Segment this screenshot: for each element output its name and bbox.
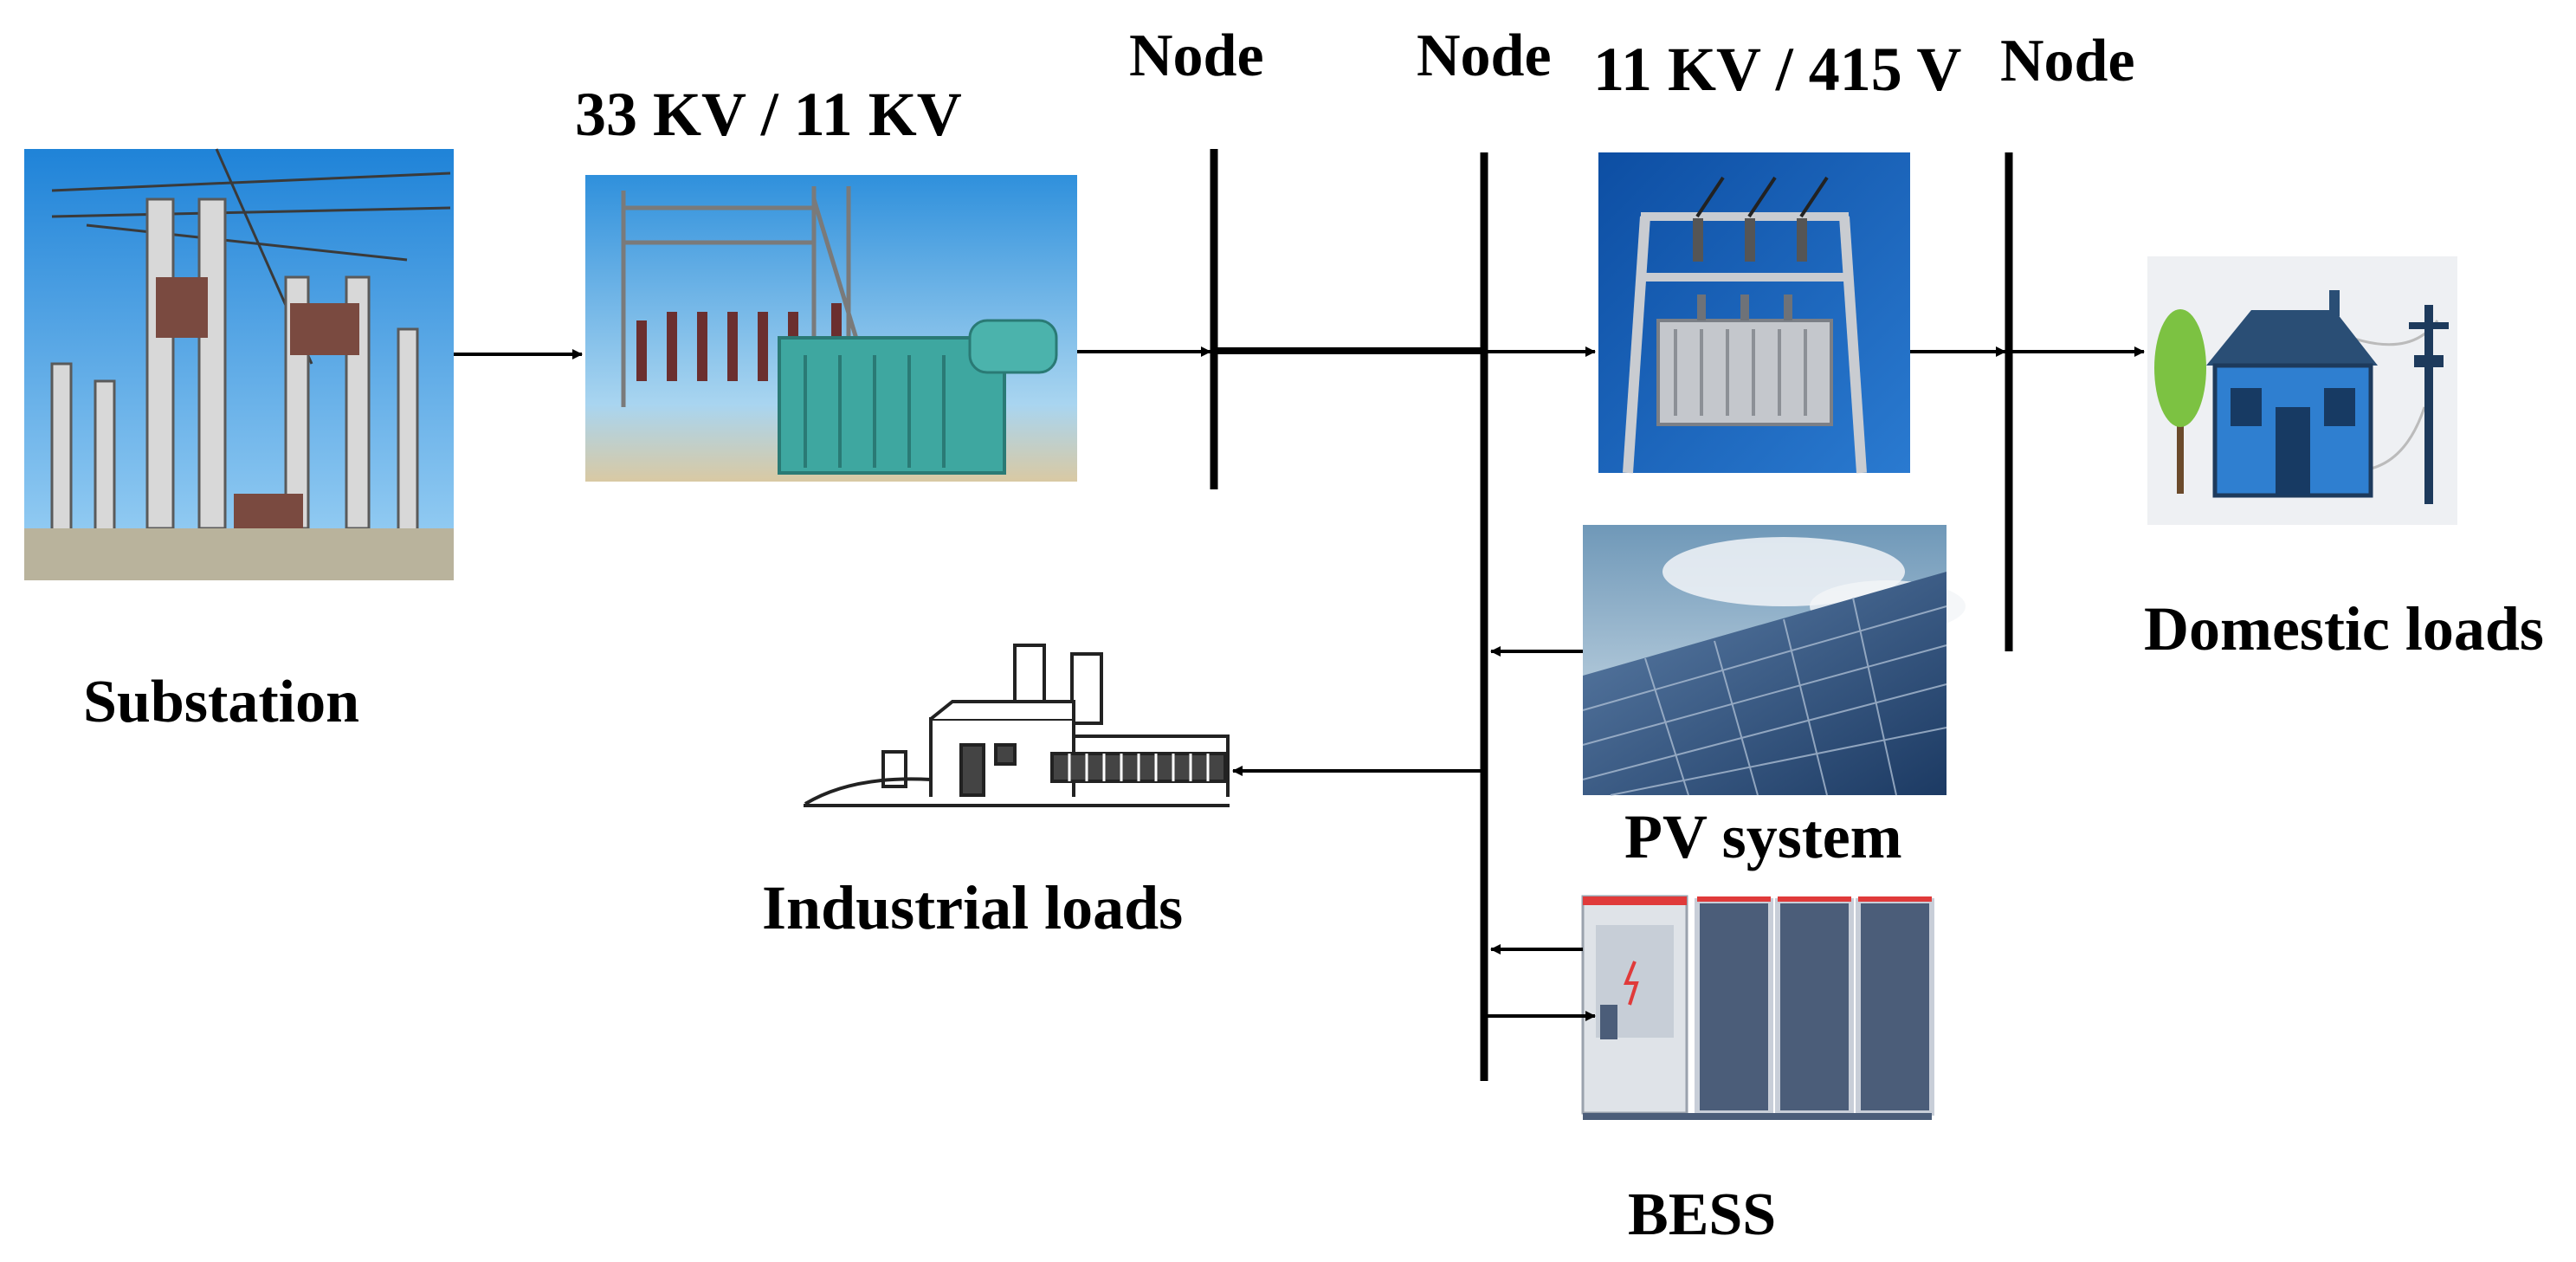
utility-pole-icon [2409,305,2449,504]
label-industrial-loads: Industrial loads [762,873,1184,942]
label-node-3: Node [2000,28,2135,94]
house-icon [2147,256,2457,525]
label-transformer-11-415: 11 KV / 415 V [1593,35,1962,104]
pv-panel-image [1582,525,1966,796]
house-building [2206,290,2378,498]
label-domestic-loads: Domestic loads [2144,594,2544,663]
label-transformer-33-11: 33 KV / 11 KV [575,80,962,149]
connectors [454,346,2145,1021]
label-bess: BESS [1628,1181,1777,1248]
label-node-2: Node [1417,23,1552,89]
bus-bars [1210,149,2013,1081]
transformer-11-415-image [1598,152,1910,474]
label-pv-system: PV system [1624,802,1902,871]
transformer-33-11-image [585,175,1077,482]
factory-icon [804,644,1230,807]
label-substation: Substation [83,669,360,735]
substation-image [24,148,454,580]
tree-icon [2154,309,2206,494]
label-node-1: Node [1129,23,1264,89]
bess-cabinet-image [1581,895,1934,1120]
